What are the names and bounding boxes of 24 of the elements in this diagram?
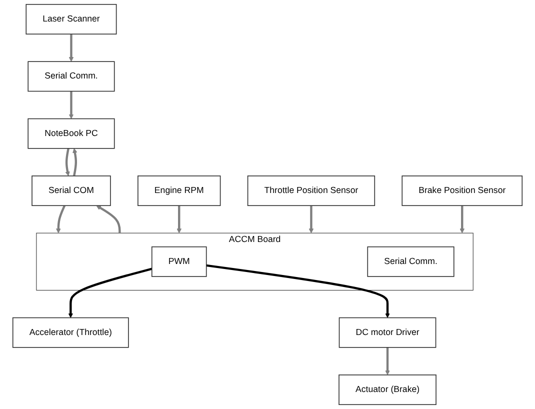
arrow [176, 206, 182, 234]
node-box: Accelerator (Throttle) [12, 317, 129, 348]
arrow [68, 268, 152, 318]
arrow [72, 148, 78, 176]
arrow [206, 264, 390, 318]
node-box: Serial Comm. [28, 61, 115, 92]
arrow [56, 205, 66, 234]
node-box: Laser Scanner [26, 4, 117, 34]
arrow [308, 206, 314, 234]
node-box: NoteBook PC [28, 118, 115, 149]
arrow [68, 34, 74, 62]
node-box: PWM [151, 246, 207, 277]
arrow [460, 206, 465, 234]
node-box: DC motor Driver [338, 317, 436, 348]
arrow [96, 205, 121, 234]
node-box: Actuator (Brake) [338, 374, 436, 406]
node-box: Serial COM [32, 176, 111, 206]
node-box: Brake Position Sensor [402, 176, 523, 206]
node-box: Serial Comm. [367, 246, 454, 277]
node-box: Engine RPM [138, 176, 221, 206]
arrow [385, 347, 390, 376]
node-box: Throttle Position Sensor [247, 176, 376, 206]
arrow [65, 148, 70, 176]
arrow [68, 91, 74, 119]
